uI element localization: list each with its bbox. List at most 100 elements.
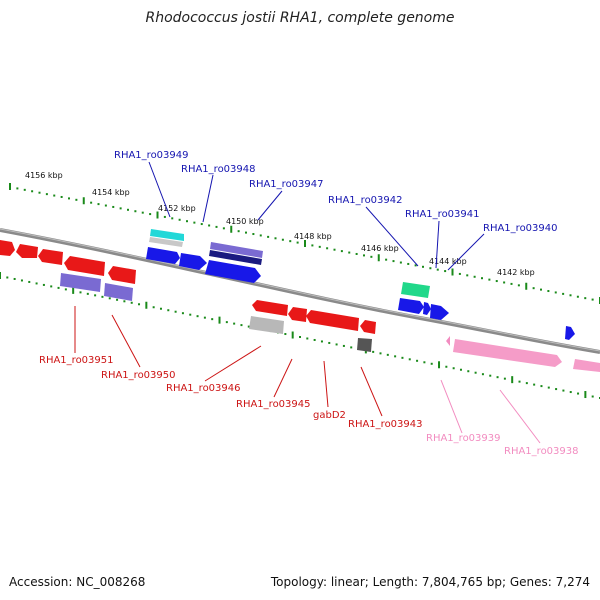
scale-dot [233,322,236,325]
gene-ro03942-arrow[interactable] [401,282,430,298]
scale-dot [540,288,542,291]
scale-dot [267,235,270,238]
gene-ro03946-arrow[interactable] [252,300,288,316]
scale-dot [414,264,417,267]
scale-dot [281,238,284,241]
gene-red-5[interactable] [108,266,136,284]
scale-dot [591,298,594,301]
scale-dot [407,262,410,265]
scale-dot [525,382,528,385]
scale-dot [436,268,439,271]
scale-dot [31,190,34,193]
scale-dot [518,380,521,383]
scale-dot [318,245,321,248]
gene-red-2[interactable] [16,244,38,258]
gene-ro03950-arrow[interactable] [104,283,133,301]
scale-dot [385,258,388,261]
scale-dot [399,261,402,264]
label-ro03938[interactable]: RHA1_ro03938 [504,446,579,457]
scale-dot [152,306,155,309]
scale-dot [474,371,477,374]
gene-ro03947-arrow[interactable] [205,260,261,283]
label-ro03945[interactable]: RHA1_ro03945 [236,399,311,410]
scale-label-4148: 4148 kbp [294,232,332,241]
scale-dot [245,231,247,234]
gene-grey-small[interactable] [357,338,372,352]
scale-dot [386,353,389,356]
gene-ro03945-arrow[interactable] [249,316,284,334]
scale-dot [569,391,572,394]
scale-dot [57,286,60,289]
scale-dot [6,276,9,279]
label-ro03950[interactable]: RHA1_ro03950 [101,370,176,381]
gene-ro03940-arrow[interactable] [430,304,449,320]
scale-dot [163,215,166,218]
gene-red-3[interactable] [38,249,63,265]
scale-dot [348,251,351,254]
scale-dot [547,386,550,389]
scale-dot [320,340,323,343]
gene-ro03938-arrow[interactable] [453,339,562,367]
scale-dot [401,356,404,359]
gene-ro03939-arrow[interactable] [446,336,450,346]
scale-dot [370,255,373,258]
scale-dot [296,241,299,244]
scale-dot [473,275,476,278]
faded-leader-lines [440,379,541,444]
label-ro03949[interactable]: RHA1_ro03949 [114,150,189,161]
scale-dot [97,203,100,206]
scale-tick [438,361,441,369]
scale-dot [311,244,314,247]
scale-dot [208,224,211,227]
gene-ro03951-arrow[interactable] [60,273,101,292]
label-gabd2[interactable]: gabD2 [313,410,346,421]
scale-label-4150: 4150 kbp [226,217,264,226]
gene-ro03948-arrow[interactable] [210,242,263,258]
scale-dot [532,287,535,290]
scale-dot [240,324,243,327]
scale-dot [186,220,188,223]
gene-pink-right[interactable] [573,359,600,372]
genome-title: Rhodococcus jostii RHA1, complete genome [145,10,455,26]
scale-dot [306,337,309,340]
label-ro03943[interactable]: RHA1_ro03943 [348,419,423,430]
scale-dot [533,383,536,386]
scale-dot [127,208,129,211]
label-ro03940[interactable]: RHA1_ro03940 [483,223,558,234]
gene-red-1[interactable] [0,240,15,256]
gene-ro03949-arrow[interactable] [150,229,184,241]
scale-dot [577,392,580,395]
gene-small-red[interactable] [288,307,307,322]
label-ro03948[interactable]: RHA1_ro03948 [181,164,256,175]
scale-tick [72,286,75,294]
label-ro03939[interactable]: RHA1_ro03939 [426,433,501,444]
label-ro03951[interactable]: RHA1_ro03951 [39,355,114,366]
scale-dot [554,291,557,294]
gene-ro03941-arrow[interactable] [398,298,424,314]
scale-dot [299,336,301,338]
gene-blue-a-arrow[interactable] [146,247,180,264]
scale-dot [274,237,277,240]
scale-tick [230,225,233,233]
scale-dot [171,217,174,220]
scale-dot [445,365,448,368]
bottom-scale-line [0,272,600,399]
scale-dot [200,223,203,226]
gene-right-edge-arrow[interactable] [565,326,575,340]
bottom-leader-lines [74,306,383,417]
scale-dot [562,389,565,392]
label-ro03942[interactable]: RHA1_ro03942 [328,195,403,206]
gene-gabd2-arrow[interactable] [306,310,359,331]
scale-dot [35,282,38,285]
gene-blue-b-arrow[interactable] [179,253,207,270]
gene-red-4[interactable] [64,256,105,276]
label-ro03941[interactable]: RHA1_ro03941 [405,209,480,220]
accession-text: Accession: NC_008268 [9,575,146,589]
scale-dot [444,270,447,273]
label-ro03946[interactable]: RHA1_ro03946 [166,383,241,394]
scale-dot [540,385,543,388]
gene-ro03943-arrow[interactable] [360,320,376,334]
scale-dot [496,376,499,379]
label-ro03947[interactable]: RHA1_ro03947 [249,179,324,190]
scale-tick [156,211,159,219]
